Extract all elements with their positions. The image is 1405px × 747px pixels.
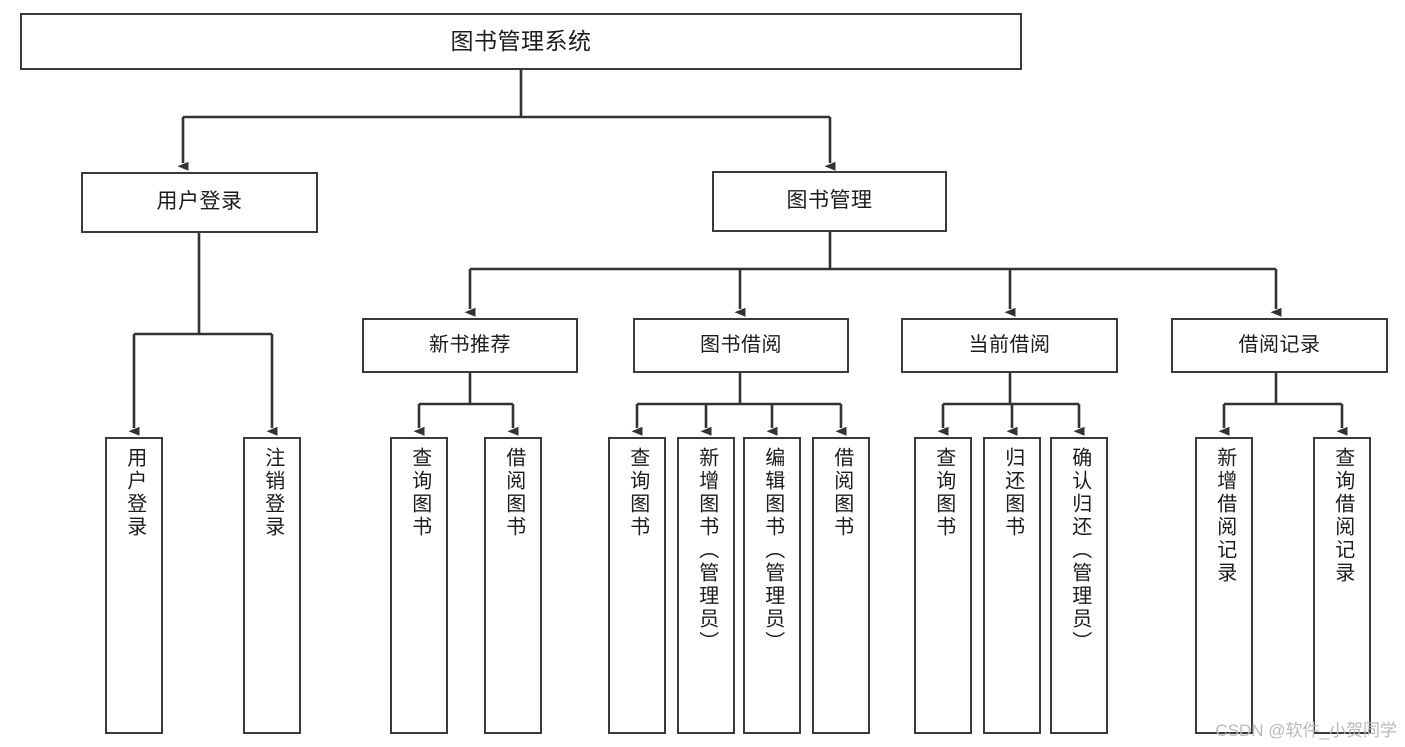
node-leaf-borrow-book-1-label: 借阅图书	[502, 447, 525, 539]
node-leaf-query-record[interactable]: 查询借阅记录	[1313, 437, 1371, 734]
node-leaf-confirm-return[interactable]: 确认归还（管理员）	[1050, 437, 1108, 734]
node-root-label: 图书管理系统	[450, 27, 592, 54]
node-user-login-label: 用户登录	[156, 190, 243, 214]
node-leaf-return-book[interactable]: 归还图书	[983, 437, 1041, 734]
node-leaf-edit-book[interactable]: 编辑图书（管理员）	[743, 437, 801, 734]
node-borrow-record-label: 借阅记录	[1238, 333, 1321, 356]
node-leaf-query-book-2[interactable]: 查询图书	[608, 437, 666, 734]
node-leaf-add-record-label: 新增借阅记录	[1213, 447, 1236, 585]
watermark: CSDN @软件_小贺同学	[1215, 721, 1397, 740]
node-book-manage[interactable]: 图书管理	[712, 171, 947, 232]
node-new-book-rec[interactable]: 新书推荐	[362, 318, 578, 373]
node-leaf-add-book-label: 新增图书（管理员）	[695, 447, 718, 654]
node-leaf-edit-book-label: 编辑图书（管理员）	[761, 447, 784, 654]
node-leaf-query-book-1-label: 查询图书	[408, 447, 431, 539]
node-leaf-query-book-3[interactable]: 查询图书	[914, 437, 972, 734]
node-book-borrow[interactable]: 图书借阅	[633, 318, 849, 373]
node-leaf-query-record-label: 查询借阅记录	[1331, 447, 1354, 585]
node-leaf-return-book-label: 归还图书	[1001, 447, 1024, 539]
node-borrow-record[interactable]: 借阅记录	[1171, 318, 1388, 373]
node-leaf-confirm-return-label: 确认归还（管理员）	[1068, 447, 1091, 654]
node-leaf-borrow-book-2-label: 借阅图书	[830, 447, 853, 539]
node-leaf-query-book-3-label: 查询图书	[932, 447, 955, 539]
node-root[interactable]: 图书管理系统	[20, 13, 1022, 70]
node-book-borrow-label: 图书借阅	[700, 333, 782, 356]
node-book-manage-label: 图书管理	[786, 189, 873, 213]
node-leaf-query-book-2-label: 查询图书	[626, 447, 649, 539]
node-new-book-rec-label: 新书推荐	[429, 333, 511, 356]
node-leaf-add-book[interactable]: 新增图书（管理员）	[677, 437, 735, 734]
node-leaf-user-login-label: 用户登录	[123, 447, 146, 539]
node-user-login[interactable]: 用户登录	[81, 172, 318, 233]
node-leaf-add-record[interactable]: 新增借阅记录	[1195, 437, 1253, 734]
node-leaf-user-login[interactable]: 用户登录	[105, 437, 163, 734]
node-leaf-query-book-1[interactable]: 查询图书	[390, 437, 448, 734]
node-leaf-borrow-book-2[interactable]: 借阅图书	[812, 437, 870, 734]
node-leaf-user-logout[interactable]: 注销登录	[243, 437, 301, 734]
node-leaf-borrow-book-1[interactable]: 借阅图书	[484, 437, 542, 734]
node-leaf-user-logout-label: 注销登录	[261, 447, 284, 539]
node-current-borrow-label: 当前借阅	[968, 333, 1051, 356]
node-current-borrow[interactable]: 当前借阅	[901, 318, 1118, 373]
